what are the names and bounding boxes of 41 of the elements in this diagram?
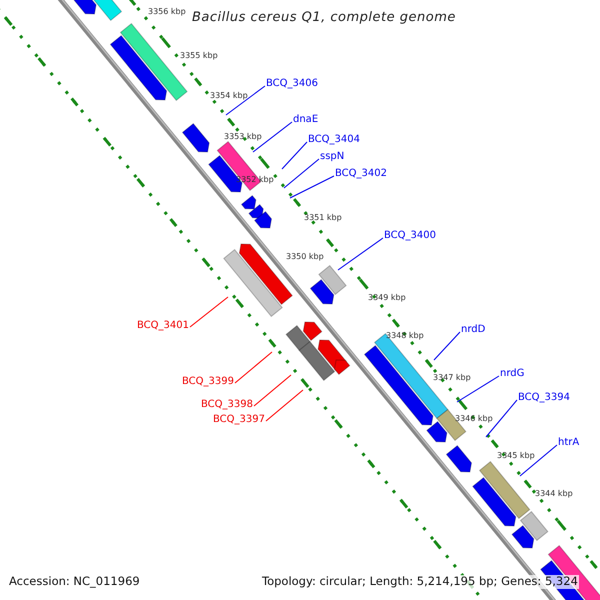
gene-label: BCQ_3400: [384, 231, 436, 241]
tick-label: 3355 kbp: [180, 52, 218, 60]
leader-line: [284, 158, 320, 188]
leader-line: [190, 296, 228, 328]
gene-label: BCQ_3406: [266, 79, 318, 89]
gene-label: nrdG: [500, 369, 524, 379]
tick-label: 3349 kbp: [368, 294, 406, 302]
tick-label: 3351 kbp: [304, 214, 342, 222]
leader-line: [226, 86, 266, 116]
tick-label: 3347 kbp: [433, 374, 471, 382]
gene-label: BCQ_3397: [213, 415, 265, 425]
map-title: Bacillus cereus Q1, complete genome: [192, 11, 456, 24]
gene-label: BCQ_3404: [308, 135, 360, 145]
tick-label: 3356 kbp: [148, 8, 186, 16]
tick-label: 3345 kbp: [497, 452, 535, 460]
leader-line: [234, 352, 272, 384]
gene-label: sspN: [320, 152, 344, 162]
genome-summary-text: Topology: circular; Length: 5,214,195 bp; Genes: 5,324: [261, 575, 579, 588]
gene-label: BCQ_3401: [137, 321, 189, 331]
gene-label: BCQ_3399: [182, 377, 234, 387]
accession-text: Accession: NC_011969: [9, 576, 140, 588]
gene-label: nrdD: [461, 325, 486, 335]
gene-label: dnaE: [293, 115, 318, 125]
leader-line: [434, 332, 460, 360]
leader-line: [520, 444, 558, 476]
leader-line: [252, 122, 292, 152]
tick-label: 3354 kbp: [210, 92, 248, 100]
gene-label: BCQ_3398: [201, 400, 253, 410]
leader-line: [456, 376, 500, 402]
tick-label: 3350 kbp: [286, 253, 324, 261]
leader-line: [282, 142, 308, 170]
gene-label: htrA: [558, 438, 580, 448]
leader-line: [338, 238, 384, 270]
gene-label: BCQ_3394: [518, 393, 570, 403]
leader-line: [254, 374, 292, 406]
leader-line: [266, 390, 304, 422]
tick-label: 3344 kbp: [535, 490, 573, 498]
tick-label: 3353 kbp: [224, 133, 262, 141]
gene-label: BCQ_3402: [335, 169, 387, 179]
leader-line: [290, 176, 334, 198]
leader-line: [486, 400, 518, 438]
